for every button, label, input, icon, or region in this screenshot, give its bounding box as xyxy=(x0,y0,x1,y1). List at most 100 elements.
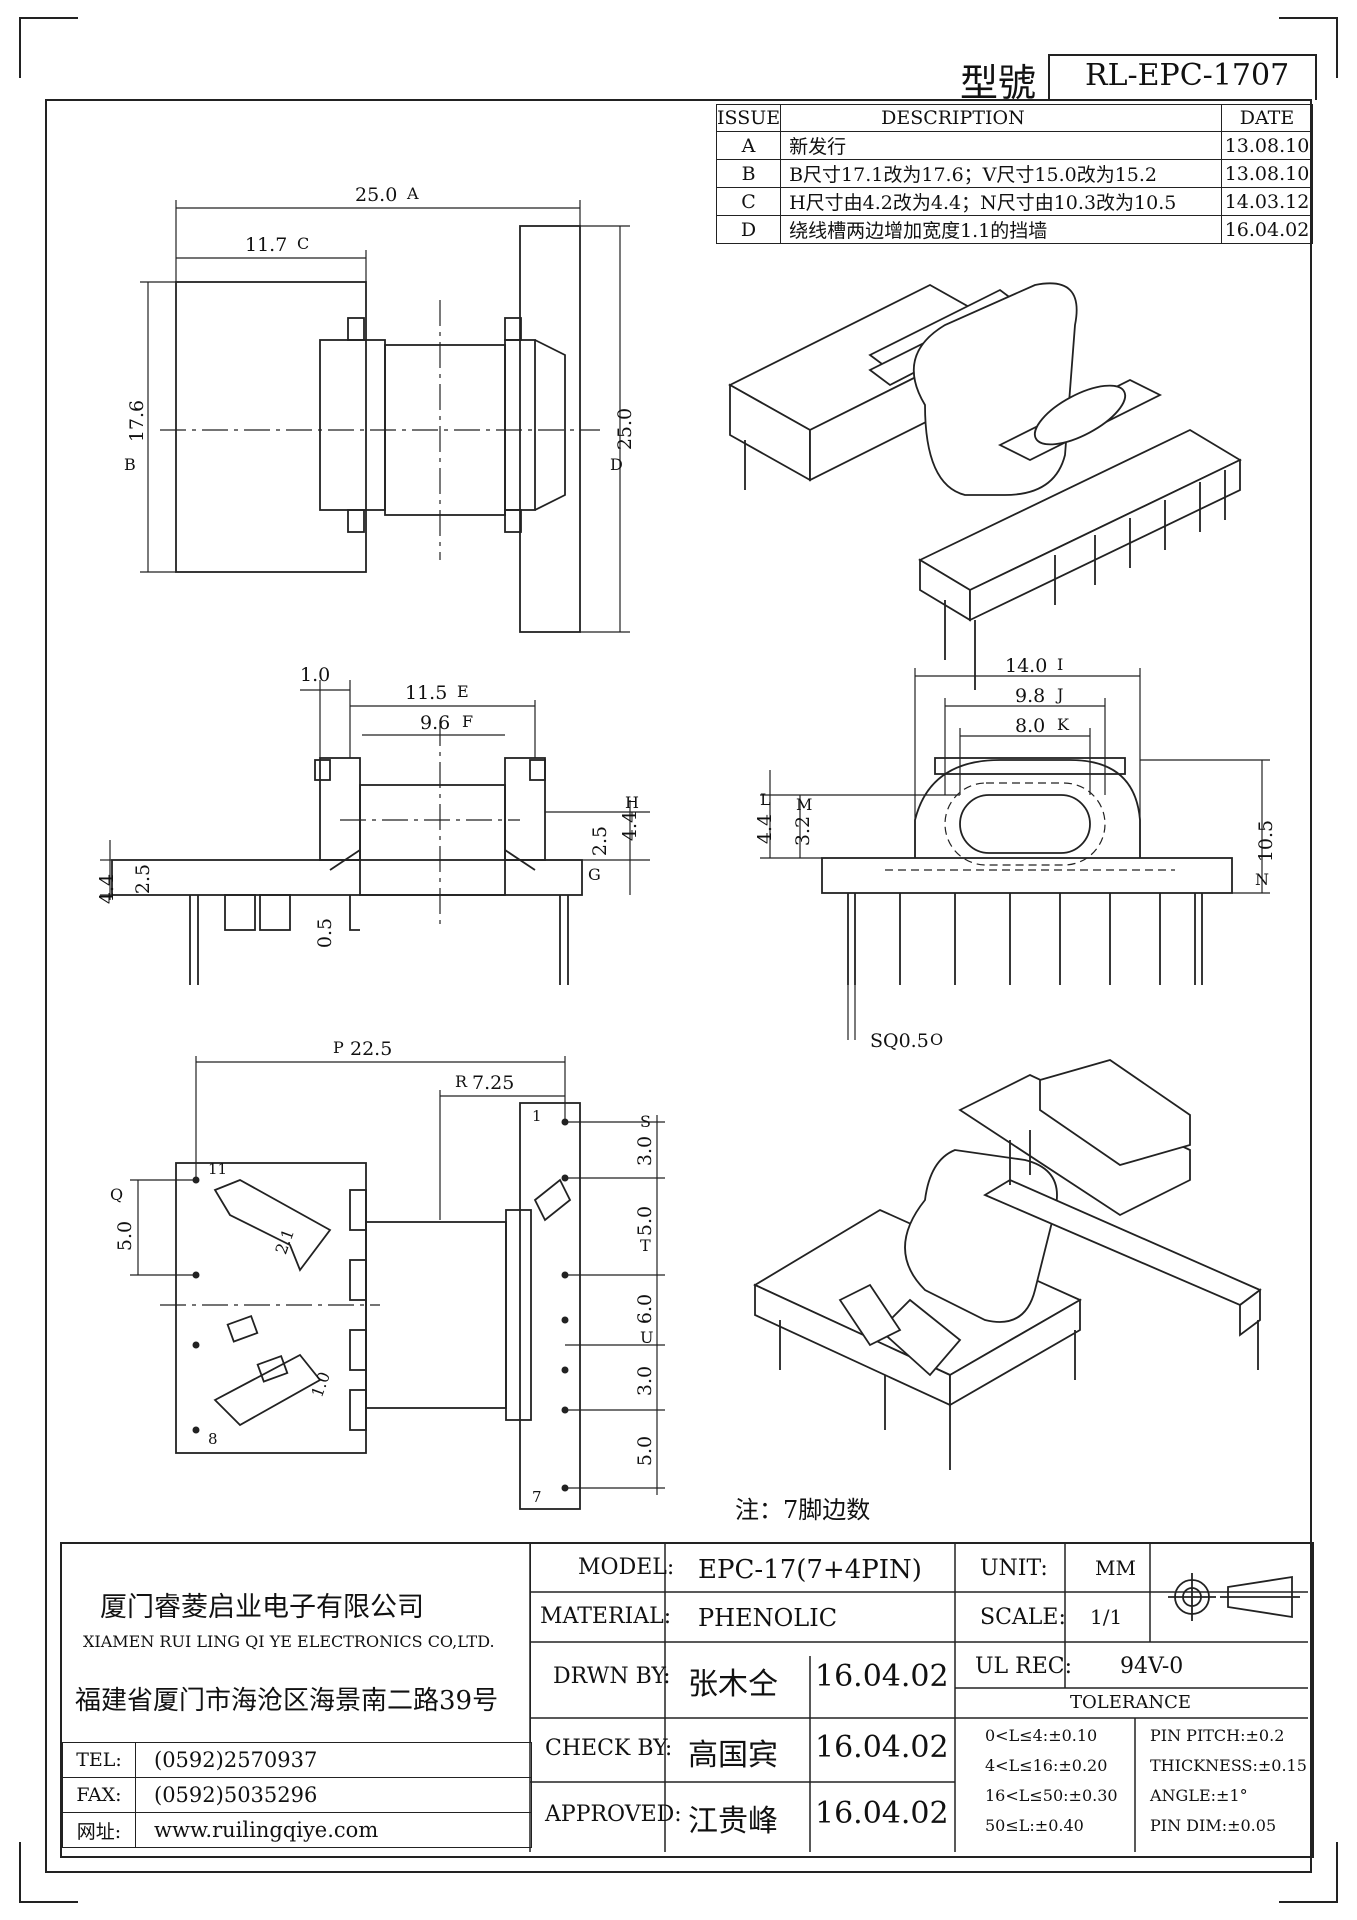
date-header: DATE xyxy=(1221,104,1313,132)
fax-value: (0592)5035296 xyxy=(135,1777,532,1813)
dim-f-tag: F xyxy=(462,712,474,731)
revision-issue: C xyxy=(715,187,782,216)
tolerance-range-1: 0<L≤4:±0.10 xyxy=(985,1726,1098,1745)
web-value: www.ruilingqiye.com xyxy=(135,1812,532,1848)
pin-dim-tolerance: PIN DIM:±0.05 xyxy=(1150,1816,1277,1835)
dim-a-value: 25.0 xyxy=(355,184,398,206)
check-label: CHECK BY: xyxy=(545,1736,673,1761)
description-header: DESCRIPTION xyxy=(780,104,1222,132)
dim-a-tag: A xyxy=(407,184,419,203)
revision-row: D 绕线槽两边增加宽度1.1的挡墙 16.04.02 xyxy=(715,215,1313,244)
dim-i-value: 14.0 xyxy=(1005,655,1048,677)
unit-value: MM xyxy=(1095,1556,1136,1580)
issue-header: ISSUE xyxy=(715,104,782,132)
company-name-en: XIAMEN RUI LING QI YE ELECTRONICS CO,LTD… xyxy=(83,1632,495,1651)
dim-u-tag: U xyxy=(640,1328,654,1347)
dim-g-tag: G xyxy=(588,865,601,884)
dim-m-tag: M xyxy=(796,795,813,814)
thickness-tolerance: THICKNESS:±0.15 xyxy=(1150,1756,1307,1775)
dim-e-tag: E xyxy=(457,682,469,701)
contact-row: 网址: www.ruilingqiye.com xyxy=(62,1812,532,1848)
dim-s-tag: S xyxy=(640,1112,651,1131)
model-number-label: 型號 xyxy=(960,61,1037,105)
revision-date: 16.04.02 xyxy=(1221,215,1313,244)
unit-label: UNIT: xyxy=(980,1556,1048,1581)
tolerance-label: TOLERANCE xyxy=(1070,1692,1192,1713)
pin-number-11: 11 xyxy=(208,1160,228,1178)
material-label: MATERIAL: xyxy=(540,1604,672,1629)
tolerance-range-4: 50≤L:±0.40 xyxy=(985,1816,1084,1835)
dim-o-tag: O xyxy=(930,1030,944,1049)
tolerance-range-3: 16<L≤50:±0.30 xyxy=(985,1786,1118,1805)
revision-description: H尺寸由4.2改为4.4；N尺寸由10.3改为10.5 xyxy=(780,187,1222,216)
dim-q-tag: Q xyxy=(110,1185,124,1204)
dim-i-tag: I xyxy=(1057,655,1064,674)
revision-description: 绕线槽两边增加宽度1.1的挡墙 xyxy=(780,215,1222,244)
revision-row: B B尺寸17.1改为17.6；V尺寸15.0改为15.2 13.08.10 xyxy=(715,159,1313,188)
dim-j-value: 9.8 xyxy=(1015,685,1046,707)
revision-issue: B xyxy=(715,159,782,188)
dim-c-tag: C xyxy=(297,234,310,253)
dim-b-tag: B xyxy=(124,455,136,474)
dim-n-tag: N xyxy=(1255,870,1269,889)
pin-number-8: 8 xyxy=(208,1430,218,1448)
title-block xyxy=(60,1542,1314,1858)
approved-date: 16.04.02 xyxy=(815,1796,949,1831)
approved-value: 江贵峰 xyxy=(688,1804,778,1839)
ul-label: UL REC: xyxy=(975,1654,1073,1679)
tel-label: TEL: xyxy=(62,1742,136,1778)
dim-k-tag: K xyxy=(1057,715,1069,734)
dim-c-value: 11.7 xyxy=(245,234,288,256)
web-label: 网址: xyxy=(62,1812,136,1848)
contact-row: FAX: (0592)5035296 xyxy=(62,1777,532,1813)
dim-e-value: 11.5 xyxy=(405,682,448,704)
pin-pitch-tolerance: PIN PITCH:±0.2 xyxy=(1150,1726,1285,1745)
pin-number-1: 1 xyxy=(532,1107,542,1125)
scale-label: SCALE: xyxy=(980,1605,1066,1630)
check-date: 16.04.02 xyxy=(815,1730,949,1765)
revision-description: B尺寸17.1改为17.6；V尺寸15.0改为15.2 xyxy=(780,159,1222,188)
dim-o-value: SQ0.5 xyxy=(870,1030,929,1052)
revision-table: ISSUE DESCRIPTION DATE A 新发行 13.08.10 B … xyxy=(715,104,1313,244)
model-number: RL-EPC-1707 xyxy=(1085,58,1290,93)
dim-l-tag: L xyxy=(760,790,771,809)
revision-header-row: ISSUE DESCRIPTION DATE xyxy=(715,104,1313,132)
revision-date: 13.08.10 xyxy=(1221,131,1313,160)
revision-description: 新发行 xyxy=(780,131,1222,160)
dim-r-value: 7.25 xyxy=(472,1072,515,1094)
company-address: 福建省厦门市海沧区海景南二路39号 xyxy=(75,1686,499,1716)
drawn-date: 16.04.02 xyxy=(815,1659,949,1694)
dim-1-value: 1.0 xyxy=(300,664,331,686)
model-label: MODEL: xyxy=(578,1555,675,1580)
fax-label: FAX: xyxy=(62,1777,136,1813)
dim-r-tag: R xyxy=(455,1072,468,1091)
dim-k-value: 8.0 xyxy=(1015,715,1046,737)
drawn-label: DRWN BY: xyxy=(553,1664,671,1689)
material-value: PHENOLIC xyxy=(698,1604,838,1632)
dim-d-tag: D xyxy=(610,455,623,474)
pin-number-7: 7 xyxy=(532,1488,542,1506)
dim-p-tag: P xyxy=(333,1038,344,1057)
contact-row: TEL: (0592)2570937 xyxy=(62,1742,532,1778)
pin-note: 注：7脚边数 xyxy=(735,1496,871,1524)
dim-p-value: 22.5 xyxy=(350,1038,393,1060)
angle-tolerance: ANGLE:±1° xyxy=(1150,1786,1248,1805)
check-value: 高国宾 xyxy=(688,1738,778,1773)
scale-value: 1/1 xyxy=(1090,1605,1123,1629)
dim-h-tag: H xyxy=(625,793,639,812)
revision-row: A 新发行 13.08.10 xyxy=(715,131,1313,160)
revision-date: 14.03.12 xyxy=(1221,187,1313,216)
contact-table: TEL: (0592)2570937 FAX: (0592)5035296 网址… xyxy=(62,1742,532,1848)
model-number-box xyxy=(1048,54,1317,100)
dim-t-tag: T xyxy=(640,1236,651,1255)
drawn-value: 张木仝 xyxy=(688,1667,778,1702)
